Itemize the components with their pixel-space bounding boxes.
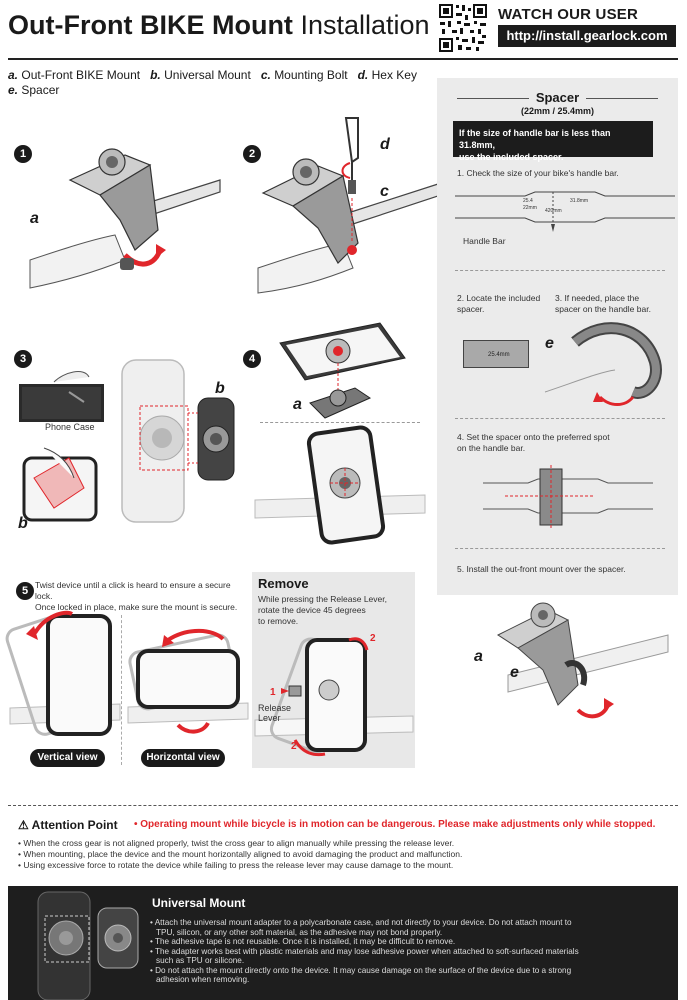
remove-step-1: 1: [270, 687, 276, 698]
spacer-step-2: 2. Locate the included spacer.: [457, 293, 541, 314]
step-5-text: Twist device until a click is heard to e…: [35, 580, 238, 612]
parts-list: a. Out-Front BIKE Mount b. Universal Mou…: [8, 68, 428, 98]
title-light: Installation: [300, 10, 430, 40]
universal-item: • The adapter works best with plastic ma…: [150, 946, 579, 956]
handlebar-diagram: [455, 191, 675, 232]
remove-step-2-top: 2: [370, 633, 376, 644]
remove-illustration: [254, 637, 414, 757]
step-3-number: 3: [14, 350, 32, 368]
horizontal-view-label: Horizontal view: [141, 749, 225, 767]
phone-case-label: Phone Case: [45, 422, 95, 432]
step-4-number: 4: [243, 350, 261, 368]
header-divider: [8, 58, 678, 60]
attention-divider: [8, 805, 678, 807]
page-title: Out-Front BIKE Mount Installation: [8, 10, 430, 41]
spacer-subtitle: (22mm / 25.4mm): [520, 106, 595, 116]
size-label-2: 22mm: [523, 205, 537, 211]
step4-divider: [260, 422, 420, 423]
label-a-step4: a: [293, 396, 302, 413]
attention-item: • When mounting, place the device and th…: [18, 849, 463, 859]
step-3-illustration-peel: [22, 447, 98, 522]
part-item: b. Universal Mount: [150, 68, 251, 82]
spacer-step-5: 5. Install the out-front mount over the …: [457, 564, 626, 574]
size-label-4: 420mm: [545, 208, 562, 214]
step-2-number: 2: [243, 145, 261, 163]
spacer-install-illustration: [496, 602, 669, 719]
attention-warning: • Operating mount while bicycle is in mo…: [134, 819, 656, 830]
step-5-number: 5: [16, 582, 34, 600]
spacer-part: 25.4mm: [463, 340, 529, 368]
qr-code-icon[interactable]: [438, 3, 488, 53]
label-b-peel: b: [18, 515, 28, 532]
universal-mount-list: • Attach the universal mount adapter to …: [150, 918, 670, 985]
step-4-illustration-bottom: [254, 425, 426, 545]
label-e-install: e: [510, 664, 519, 681]
remove-title: Remove: [258, 576, 309, 591]
part-item: a. Out-Front BIKE Mount: [8, 68, 141, 82]
label-b-attach: b: [215, 380, 225, 397]
label-a-spacer: a: [474, 648, 483, 665]
universal-item: • The adhesive tape is not reusable. Onc…: [150, 937, 456, 946]
step-5-horizontal-illustration: [127, 628, 249, 734]
label-a-step1: a: [30, 210, 39, 227]
universal-item: such as TPU or silicone.: [156, 956, 245, 965]
attention-list: • When the cross gear is not aligned pro…: [18, 838, 668, 871]
spacer-set-illustration: [483, 465, 653, 530]
spacer-step-3: 3. If needed, place the spacer on the ha…: [555, 293, 651, 314]
step-1-number: 1: [14, 145, 32, 163]
universal-item: • Attach the universal mount adapter to …: [150, 918, 572, 927]
attention-item: • When the cross gear is not aligned pro…: [18, 838, 455, 848]
label-d: d: [380, 136, 390, 153]
spacer-divider-2: [455, 418, 665, 419]
spacer-step-4: 4. Set the spacer onto the preferred spo…: [457, 432, 610, 453]
label-e-spacer: e: [545, 335, 554, 352]
attention-item: • Using excessive force to rotate the de…: [18, 860, 454, 870]
spacer-place-illustration: [544, 322, 662, 406]
part-item: d. Hex Key: [357, 68, 417, 82]
spacer-divider-1: [455, 270, 665, 271]
universal-mount-title: Universal Mount: [152, 896, 246, 910]
vertical-view-label: Vertical view: [30, 749, 105, 767]
universal-item: adhesion when removing.: [156, 975, 250, 984]
spacer-title: Spacer: [437, 90, 678, 105]
remove-step-2-bottom: 2: [291, 741, 297, 752]
part-item: c. Mounting Bolt: [260, 68, 348, 82]
handle-bar-label: Handle Bar: [463, 236, 506, 246]
universal-mount-illustration: [37, 891, 139, 1000]
universal-item: TPU, silicon, or any other soft material…: [156, 927, 443, 937]
warning-icon: ⚠: [18, 818, 29, 832]
universal-item: • Do not attach the mount directly onto …: [150, 965, 572, 975]
title-bold: Out-Front BIKE Mount: [8, 10, 293, 40]
step-1-illustration: [29, 148, 221, 289]
step-3-illustration-attach: [121, 359, 235, 523]
step-2-illustration: [257, 117, 439, 294]
size-label-1: 25.4: [523, 198, 533, 204]
spacer-note: If the size of handle bar is less than 3…: [453, 121, 653, 162]
guide-url-link[interactable]: http://install.gearlock.com: [498, 25, 676, 47]
step-5-vertical-illustration: [5, 610, 121, 736]
attention-title: ⚠ Attention Point: [18, 818, 118, 832]
step5-divider: [121, 615, 123, 765]
label-c: c: [380, 183, 389, 200]
size-label-3: 31.8mm: [570, 198, 589, 204]
part-item: e. Spacer: [8, 83, 60, 97]
spacer-divider-3: [455, 548, 665, 549]
step-3-illustration-case: [19, 371, 104, 422]
spacer-step-1: 1. Check the size of your bike's handle …: [457, 168, 619, 178]
step-4-illustration-top: [279, 322, 406, 419]
remove-text: While pressing the Release Lever, rotate…: [258, 594, 387, 626]
release-lever-label: Release Lever: [258, 703, 292, 723]
